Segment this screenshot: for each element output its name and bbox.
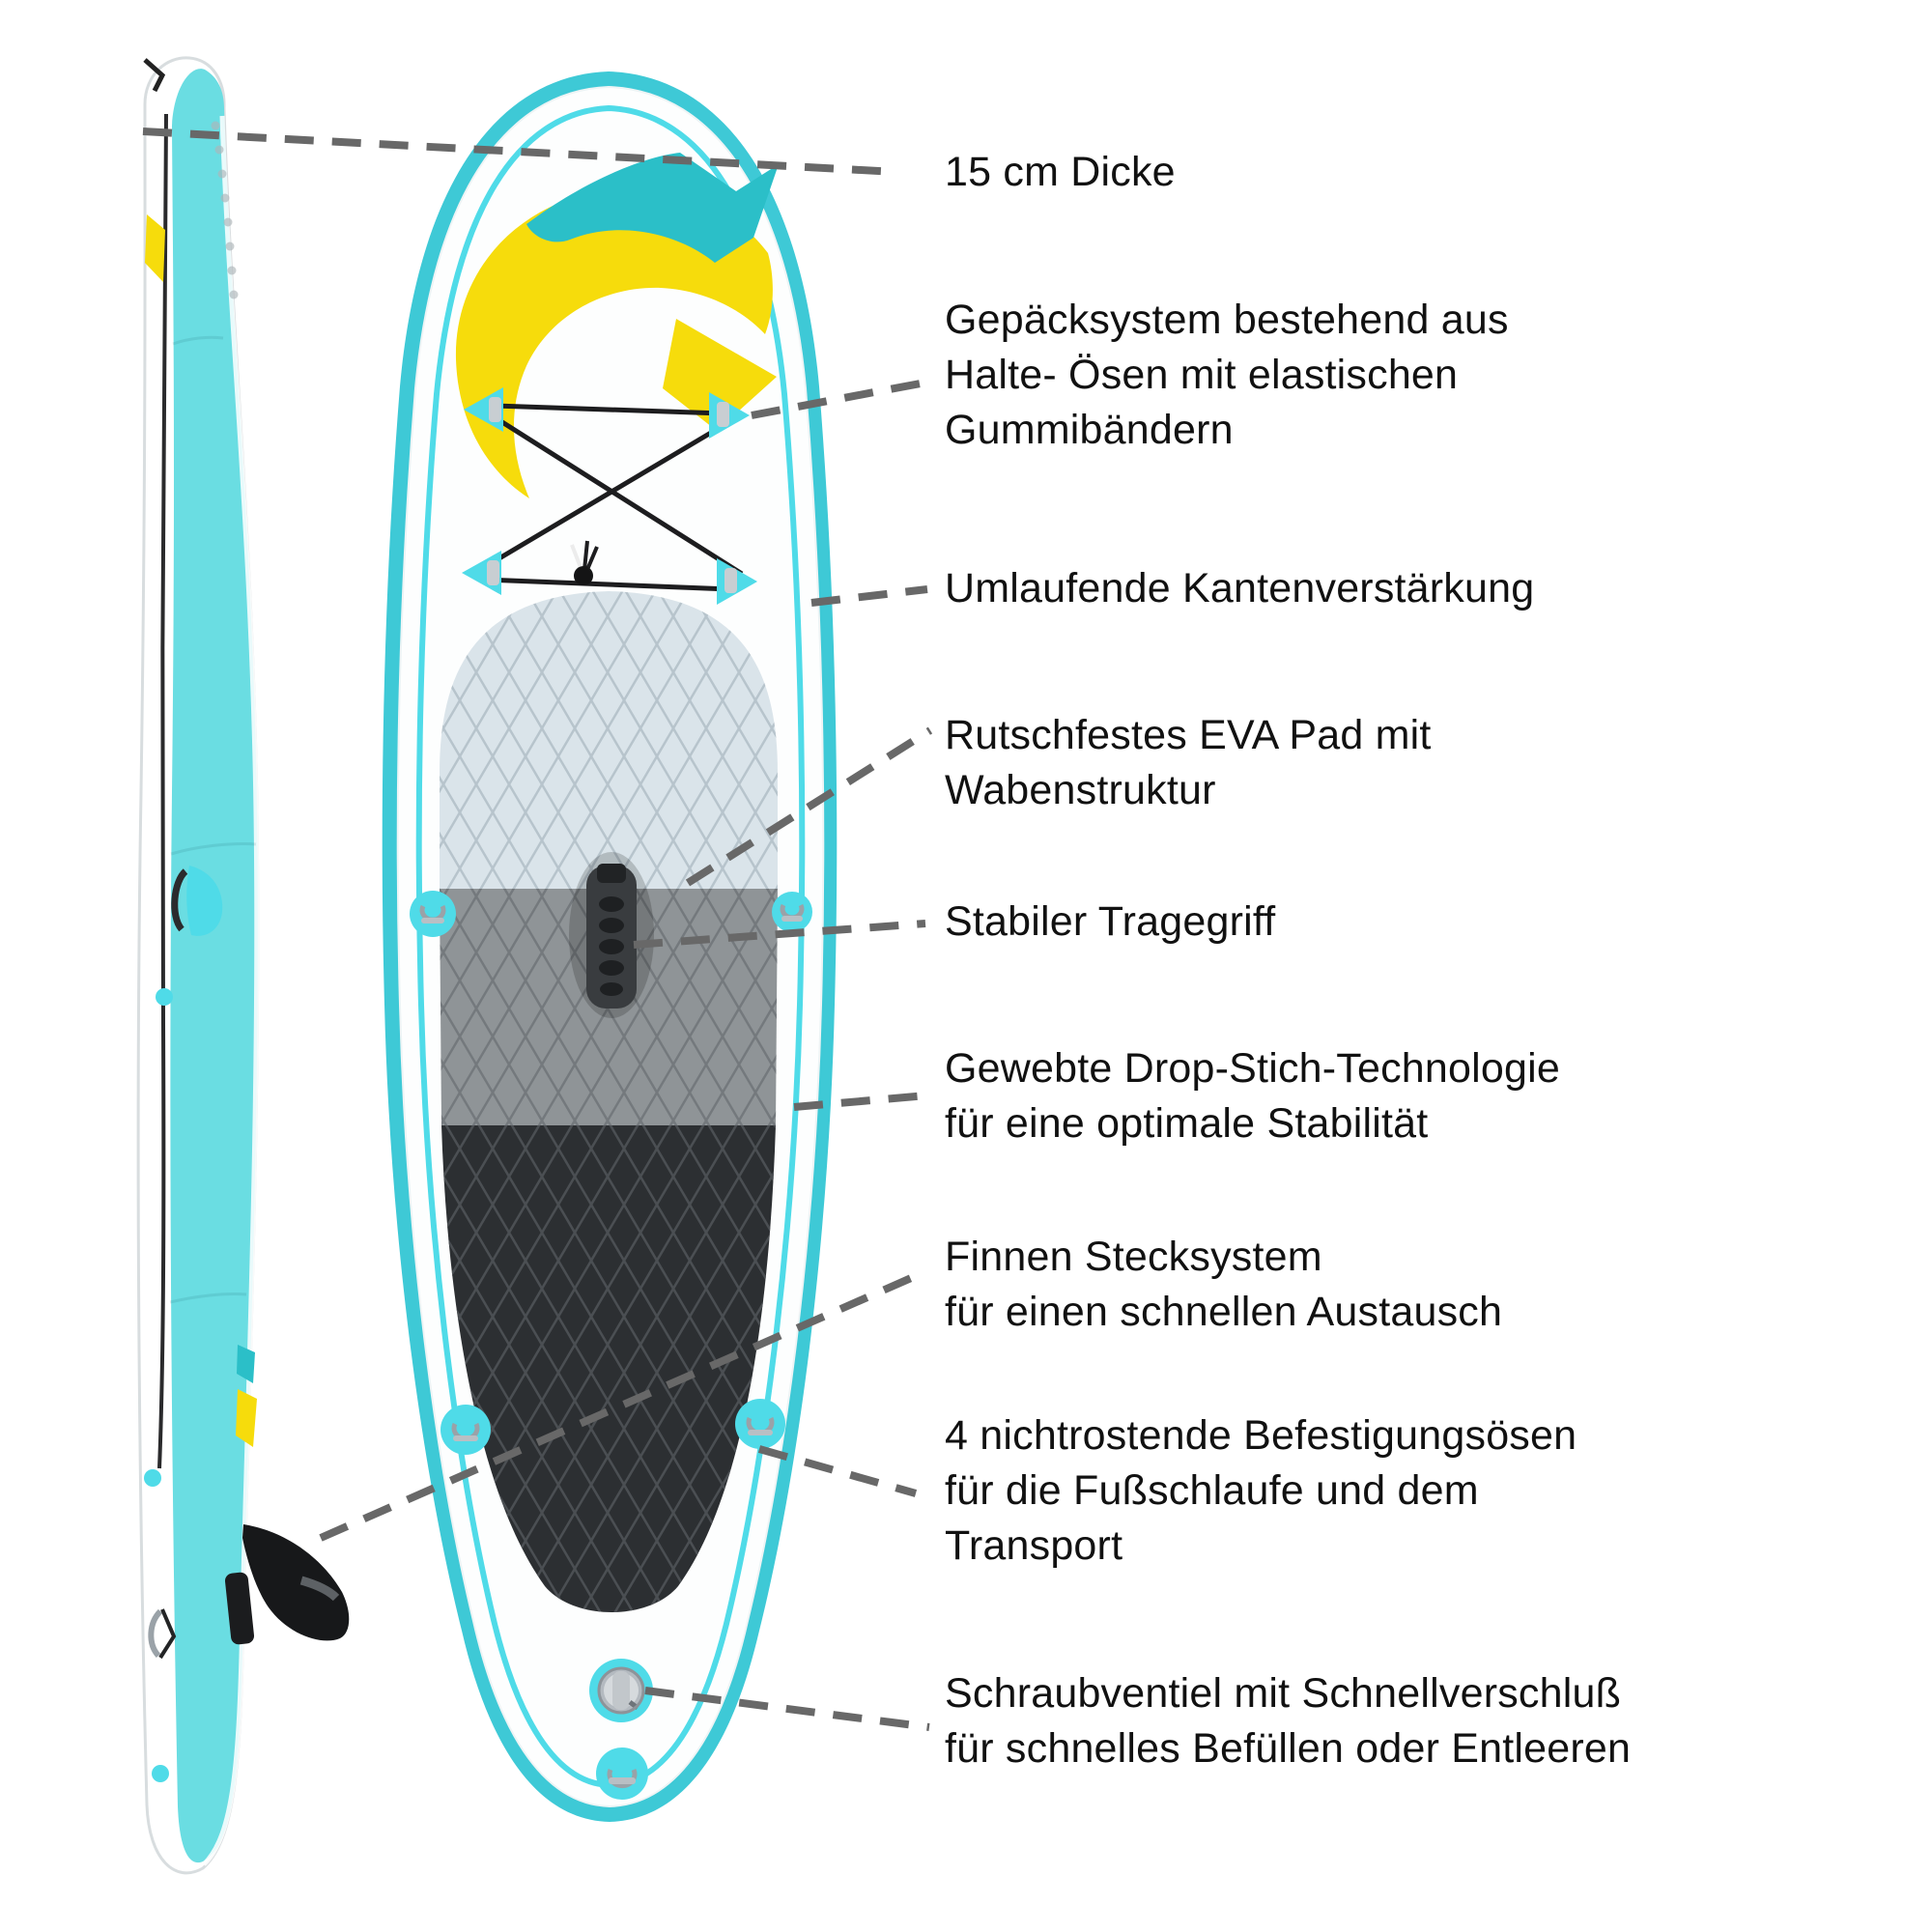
label-line: Rutschfestes EVA Pad mit xyxy=(945,712,1432,758)
side-handle-patch xyxy=(186,866,223,936)
callout-line-thickness xyxy=(142,128,897,176)
side-hook-cord xyxy=(158,1608,177,1660)
callout-line-gepaecksystem xyxy=(751,379,926,419)
side-logo-fragment-teal xyxy=(237,1345,255,1383)
handle-body xyxy=(586,866,637,1009)
side-leash-strap xyxy=(157,113,168,1469)
logo-yellow-tail xyxy=(663,319,777,431)
side-seam xyxy=(169,1293,247,1304)
label-tragegriff: Stabiler Tragegriff xyxy=(945,895,1275,950)
side-logo-fragment-top xyxy=(145,214,165,282)
label-line: 4 nichtrostende Befestigungsösen xyxy=(945,1412,1577,1459)
bungee-knot xyxy=(574,566,593,585)
callout-lines xyxy=(142,128,933,1731)
bungee-cord xyxy=(494,403,724,416)
bungee-cord xyxy=(481,424,723,571)
side-hook xyxy=(148,1608,163,1659)
label-line: Gewebte Drop-Stich-Technologie xyxy=(945,1045,1560,1092)
side-fin-slot xyxy=(299,1576,340,1602)
carry-handle xyxy=(569,852,654,1018)
screw-valve xyxy=(589,1659,653,1722)
label-line: für die Fußschlaufe und dem xyxy=(945,1467,1479,1514)
eva-pad-light-texture xyxy=(440,591,778,889)
side-fitting xyxy=(144,1469,161,1487)
callout-line-kantenverstaerkung xyxy=(810,585,928,607)
bungee-eyelet-pin xyxy=(717,402,729,427)
luggage-bungee-system xyxy=(462,387,757,605)
handle-flap xyxy=(597,864,626,883)
d-ring-bottom-right xyxy=(735,1399,785,1449)
d-ring-middle-left xyxy=(410,891,456,937)
bungee-knot-strand xyxy=(570,544,583,571)
side-view-board xyxy=(136,56,350,1875)
bungee-eyelet-pin xyxy=(489,397,501,422)
callout-line-eva-pad xyxy=(685,726,933,887)
callout-line-schraubventil xyxy=(644,1687,930,1731)
label-line: Halte- Ösen mit elastischen xyxy=(945,352,1459,398)
label-thickness: 15 cm Dicke xyxy=(945,145,1176,200)
side-fin xyxy=(242,1524,350,1641)
d-ring-middle-right xyxy=(772,892,812,932)
label-drop-stich: Gewebte Drop-Stich-Technologie für eine … xyxy=(945,1041,1560,1151)
label-line: für schnelles Befüllen oder Entleeren xyxy=(945,1725,1632,1772)
side-logo-fragment-yellow xyxy=(236,1389,257,1447)
bungee-eyelet-pin xyxy=(724,568,737,593)
label-kantenverstaerkung: Umlaufende Kantenverstärkung xyxy=(945,561,1534,616)
label-line: Stabiler Tragegriff xyxy=(945,898,1276,945)
callout-line-finnen xyxy=(319,1271,920,1542)
label-line: für einen schnellen Austausch xyxy=(945,1289,1503,1335)
side-nose-cord xyxy=(143,58,166,93)
bungee-cord xyxy=(493,414,744,577)
callout-line-drop-stich xyxy=(793,1092,928,1111)
label-line: Wabenstruktur xyxy=(945,767,1216,813)
side-fitting xyxy=(156,988,173,1006)
handle-ridges xyxy=(599,896,624,996)
side-board-deck xyxy=(170,69,258,1863)
label-line: 15 cm Dicke xyxy=(945,149,1176,195)
side-fin-box xyxy=(224,1572,255,1645)
label-line: Gummibändern xyxy=(945,407,1234,453)
label-line: Gepäcksystem bestehend aus xyxy=(945,297,1509,343)
eva-pad-dark-texture xyxy=(441,1125,776,1612)
bungee-cord xyxy=(485,577,731,592)
label-line: Umlaufende Kantenverstärkung xyxy=(945,565,1535,611)
side-handle-strap xyxy=(171,868,188,932)
bungee-eyelet-pin xyxy=(487,560,499,585)
tail-leash-ring xyxy=(596,1747,648,1800)
label-befestigungsoesen: 4 nichtrostende Befestigungsösen für die… xyxy=(945,1408,1577,1574)
side-seam xyxy=(170,842,257,856)
label-line: Schraubventiel mit Schnellverschluß xyxy=(945,1670,1622,1717)
logo-teal-star xyxy=(526,153,779,263)
logo-yellow-swoosh xyxy=(455,187,773,499)
label-line: Finnen Stecksystem xyxy=(945,1234,1322,1280)
label-line: Transport xyxy=(945,1522,1123,1569)
side-honeycomb-texture xyxy=(211,121,239,299)
side-board-right-edge xyxy=(202,115,260,1866)
label-gepaecksystem: Gepäcksystem bestehend aus Halte- Ösen m… xyxy=(945,293,1509,458)
label-line: für eine optimale Stabilität xyxy=(945,1100,1429,1147)
top-view-board xyxy=(382,71,838,1822)
label-finnen: Finnen Stecksystem für einen schnellen A… xyxy=(945,1230,1502,1340)
d-ring-bottom-left xyxy=(440,1405,491,1455)
callout-line-befestigungsoesen xyxy=(757,1445,918,1497)
label-schraubventil: Schraubventiel mit Schnellverschluß für … xyxy=(945,1666,1631,1776)
label-eva-pad: Rutschfestes EVA Pad mit Wabenstruktur xyxy=(945,708,1432,818)
callout-line-tragegriff xyxy=(633,920,926,949)
side-fitting xyxy=(152,1765,169,1782)
side-seam xyxy=(172,335,224,346)
